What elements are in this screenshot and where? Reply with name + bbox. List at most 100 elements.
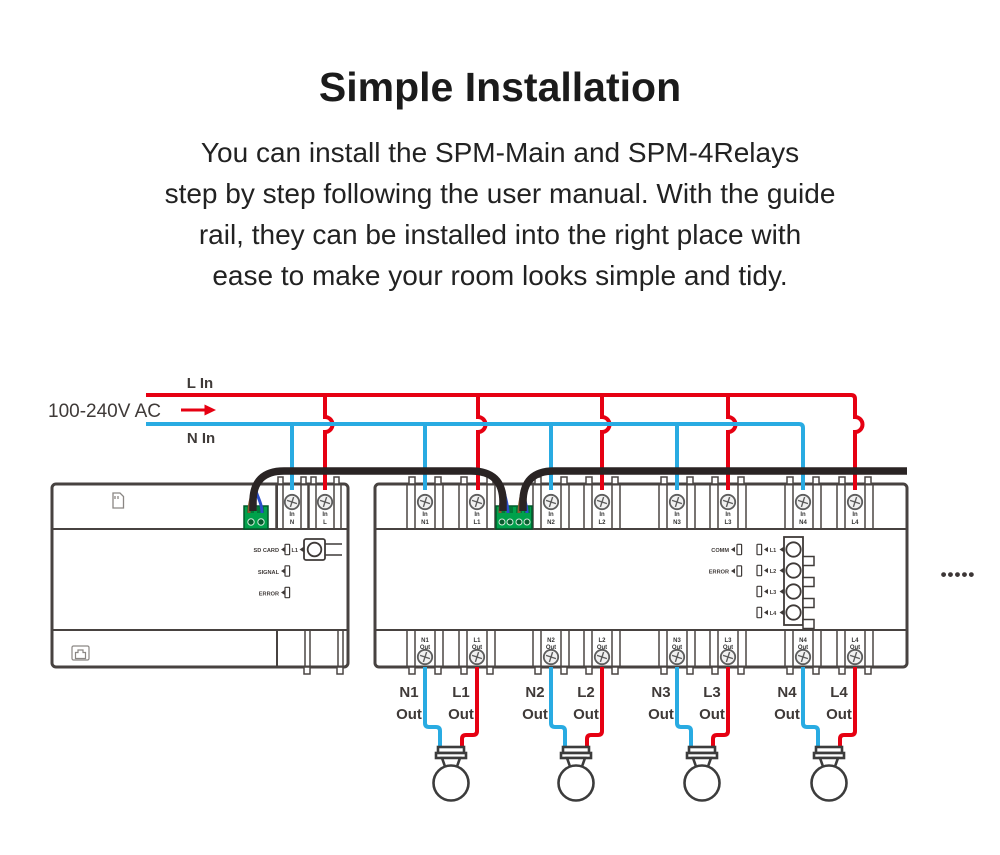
svg-text:Out: Out (546, 645, 556, 651)
live-label: L In (187, 375, 213, 392)
led-icon (736, 543, 743, 556)
svg-text:N1: N1 (421, 638, 429, 644)
svg-text:Out: Out (798, 645, 808, 651)
svg-text:Out: Out (420, 645, 430, 651)
output-label: L3 (703, 684, 721, 701)
output-label: Out (522, 706, 548, 723)
spm-4relays-unit: In N1 In L1 In N2 In L2 In N3 In L3 In N… (373, 477, 909, 674)
svg-text:L3: L3 (724, 638, 732, 644)
svg-text:Out: Out (850, 645, 860, 651)
ethernet-port-icon (71, 645, 90, 661)
output-label: N4 (777, 684, 797, 701)
svg-text:N3: N3 (673, 520, 681, 526)
indicator-row-error: ERROR (709, 565, 743, 577)
svg-text:L2: L2 (598, 520, 606, 526)
svg-text:COMM: COMM (711, 548, 729, 554)
led-icon (756, 585, 763, 598)
indicator-row-sdcard: SD CARD L1 (254, 543, 304, 556)
svg-text:In: In (674, 512, 680, 518)
output-label: L2 (577, 684, 595, 701)
indicator-row-error: ERROR (259, 586, 291, 599)
svg-text:N1: N1 (421, 520, 429, 526)
svg-text:L1: L1 (473, 638, 481, 644)
svg-text:L1: L1 (473, 520, 481, 526)
voltage-label: 100-240V AC (48, 401, 161, 422)
channel-row-l4: L4 (756, 606, 784, 619)
output-labels: N1 Out N2 Out N3 Out N4 Out L1 Out L2 Ou… (396, 684, 852, 723)
led-icon (284, 543, 291, 556)
output-label: Out (774, 706, 800, 723)
output-label: N3 (651, 684, 670, 701)
light-bulb-icon (683, 745, 721, 802)
channel-row-l2: L2 (756, 564, 784, 577)
svg-text:SD CARD: SD CARD (254, 548, 279, 554)
output-label: Out (699, 706, 725, 723)
svg-text:ERROR: ERROR (259, 592, 279, 598)
svg-text:Out: Out (597, 645, 607, 651)
output-label: N2 (525, 684, 544, 701)
output-label: N1 (399, 684, 418, 701)
live-wire (146, 393, 865, 490)
intro-line: rail, they can be installed into the rig… (198, 219, 802, 250)
svg-text:L2: L2 (770, 569, 777, 575)
svg-text:Out: Out (723, 645, 733, 651)
din-columns (303, 630, 344, 675)
svg-text:In: In (725, 512, 731, 518)
svg-text:Out: Out (672, 645, 682, 651)
svg-text:N: N (290, 520, 294, 526)
neutral-wire (146, 422, 805, 490)
led-icon (756, 564, 763, 577)
svg-text:L4: L4 (770, 611, 777, 617)
svg-text:L: L (323, 520, 327, 526)
led-icon (756, 543, 763, 556)
channel-row-l1: L1 (756, 543, 784, 556)
continuation-dots: ••••• (941, 565, 976, 584)
intro-line: You can install the SPM-Main and SPM-4Re… (200, 137, 800, 168)
svg-text:L4: L4 (851, 638, 859, 644)
light-bulb-icon (557, 745, 595, 802)
neutral-label: N In (187, 430, 215, 447)
svg-text:In: In (289, 512, 295, 518)
led-icon (284, 586, 291, 599)
led-icon (736, 565, 743, 577)
intro-line: step by step following the user manual. … (164, 178, 836, 209)
output-label: Out (648, 706, 674, 723)
svg-text:L2: L2 (598, 638, 606, 644)
svg-text:In: In (852, 512, 858, 518)
flow-arrow-icon (181, 404, 216, 416)
svg-text:L4: L4 (851, 520, 859, 526)
intro-line: ease to make your room looks simple and … (212, 260, 788, 291)
svg-text:In: In (548, 512, 554, 518)
output-label: Out (826, 706, 852, 723)
spm-main-unit: In N In L SD CARD L1 SIGNAL ERROR (50, 477, 350, 675)
svg-text:N4: N4 (799, 520, 807, 526)
svg-text:In: In (800, 512, 806, 518)
svg-text:N4: N4 (799, 638, 807, 644)
output-label: Out (448, 706, 474, 723)
light-bulb-icon (432, 745, 470, 802)
svg-text:N2: N2 (547, 520, 555, 526)
output-label: L4 (830, 684, 848, 701)
svg-text:L1: L1 (770, 548, 777, 554)
output-wires-live (460, 667, 857, 747)
svg-text:In: In (322, 512, 328, 518)
sd-card-icon (112, 492, 125, 509)
svg-text:L1: L1 (292, 548, 299, 554)
svg-text:In: In (599, 512, 605, 518)
svg-text:N2: N2 (547, 638, 555, 644)
svg-text:Out: Out (472, 645, 482, 651)
led-icon (756, 606, 763, 619)
light-bulb-icon (810, 745, 848, 802)
indicator-row-signal: SIGNAL (258, 565, 291, 577)
output-label: Out (396, 706, 422, 723)
output-label: Out (573, 706, 599, 723)
svg-text:In: In (474, 512, 480, 518)
svg-text:SIGNAL: SIGNAL (258, 570, 280, 576)
channel-button-strip (783, 536, 815, 630)
output-wires-neutral (423, 667, 820, 747)
svg-text:ERROR: ERROR (709, 570, 729, 576)
page-title: Simple Installation (318, 64, 682, 110)
svg-text:In: In (422, 512, 428, 518)
